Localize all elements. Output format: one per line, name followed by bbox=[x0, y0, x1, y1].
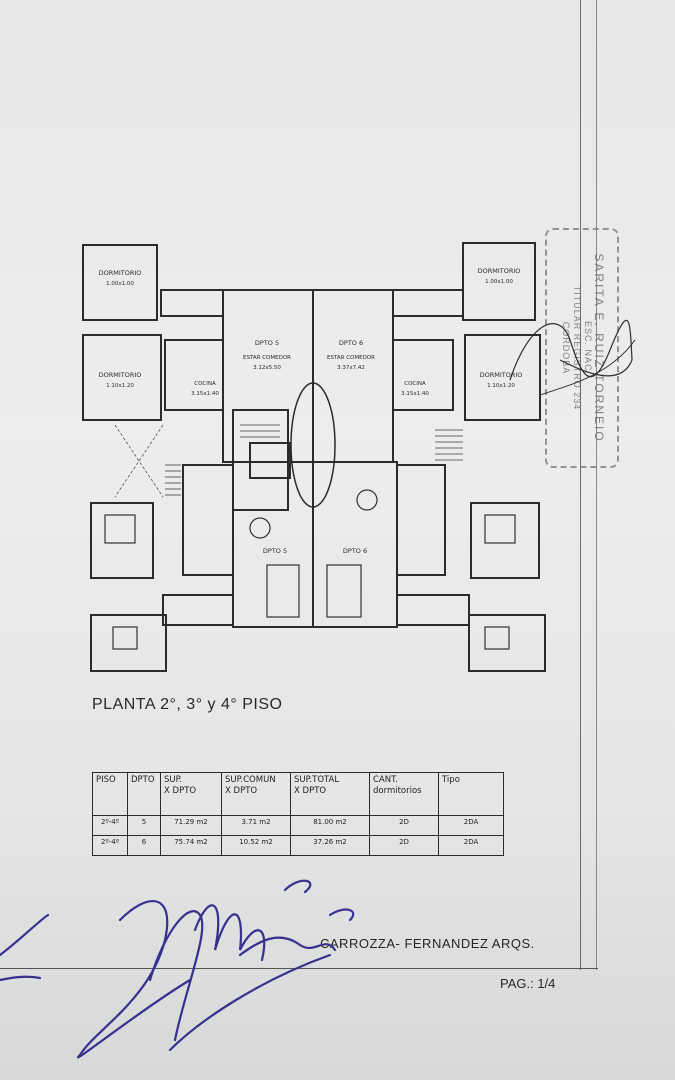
unit-label-dpto6-top: DPTO 6 bbox=[339, 339, 363, 347]
cell-cant-dormitorios: 2D bbox=[369, 835, 439, 856]
unit-label-dpto5-top: DPTO 5 bbox=[255, 339, 279, 347]
cell-sup-dpto: 71.29 m2 bbox=[160, 815, 222, 836]
room-area-dormitorio-1: 1.00x1.00 bbox=[106, 281, 134, 287]
architects-name: CARROZZA- FERNANDEZ ARQS. bbox=[320, 936, 535, 951]
cell-tipo: 2DA bbox=[438, 835, 504, 856]
frame-border-right-outer bbox=[596, 0, 597, 970]
header-sup-total: SUP.TOTAL X DPTO bbox=[290, 772, 370, 816]
table-row: 2º-4º 6 75.74 m2 10.52 m2 37.26 m2 2D 2D… bbox=[92, 835, 504, 856]
plan-title: PLANTA 2°, 3° y 4° PISO bbox=[92, 696, 283, 713]
room-label-dormitorio-3: DORMITORIO bbox=[478, 267, 521, 275]
header-tipo: Tipo bbox=[438, 772, 504, 816]
floor-plan: DORMITORIO 1.00x1.00 DORMITORIO 1.10x1.2… bbox=[75, 235, 550, 680]
page-number: PAG.: 1/4 bbox=[500, 976, 556, 991]
header-sup-dpto: SUP. X DPTO bbox=[160, 772, 222, 816]
header-sup-comun: SUP.COMUN X DPTO bbox=[221, 772, 291, 816]
cell-sup-comun: 3.71 m2 bbox=[221, 815, 291, 836]
cell-sup-dpto: 75.74 m2 bbox=[160, 835, 222, 856]
room-area-dormitorio-2: 1.10x1.20 bbox=[106, 383, 134, 389]
frame-border-bottom bbox=[0, 968, 598, 969]
room-label-cocina-6: COCINA bbox=[404, 381, 426, 387]
stamp-signature-graphic bbox=[509, 319, 636, 396]
cell-cant-dormitorios: 2D bbox=[369, 815, 439, 836]
room-label-dormitorio-1: DORMITORIO bbox=[99, 269, 142, 277]
room-area-cocina-6: 3.15x1.40 bbox=[401, 391, 429, 397]
table-header-row: PISO DPTO SUP. X DPTO SUP.COMUN X DPTO S… bbox=[92, 772, 504, 816]
header-piso: PISO bbox=[92, 772, 128, 816]
cell-sup-comun: 10.52 m2 bbox=[221, 835, 291, 856]
frame-border-right bbox=[580, 0, 581, 970]
room-area-cocina-5: 3.15x1.40 bbox=[191, 391, 219, 397]
cell-tipo: 2DA bbox=[438, 815, 504, 836]
cell-sup-total: 37.26 m2 bbox=[290, 835, 370, 856]
room-area-dormitorio-4: 1.10x1.20 bbox=[487, 383, 515, 389]
unit-label-dpto5-bottom: DPTO 5 bbox=[263, 547, 287, 555]
notary-stamp: SARITA E. RUIZ TORNEIO ESC. NAC. TITULAR… bbox=[545, 228, 619, 468]
room-area-estar-6: 3.37x7.42 bbox=[337, 365, 365, 371]
cell-sup-total: 81.00 m2 bbox=[290, 815, 370, 836]
room-label-estar-6: ESTAR COMEDOR bbox=[327, 355, 375, 361]
units-table: PISO DPTO SUP. X DPTO SUP.COMUN X DPTO S… bbox=[92, 772, 504, 856]
header-cant-dormitorios: CANT. dormitorios bbox=[369, 772, 439, 816]
cell-piso: 2º-4º bbox=[92, 835, 128, 856]
room-label-cocina-5: COCINA bbox=[194, 381, 216, 387]
table-row: 2º-4º 5 71.29 m2 3.71 m2 81.00 m2 2D 2DA bbox=[92, 815, 504, 836]
room-label-dormitorio-2: DORMITORIO bbox=[99, 371, 142, 379]
cell-dpto: 6 bbox=[127, 835, 161, 856]
room-area-estar-5: 3.12x5.50 bbox=[253, 365, 281, 371]
room-area-dormitorio-3: 1.00x1.00 bbox=[485, 279, 513, 285]
cell-dpto: 5 bbox=[127, 815, 161, 836]
room-label-dormitorio-4: DORMITORIO bbox=[480, 371, 523, 379]
handwritten-signature bbox=[0, 879, 355, 1059]
header-dpto: DPTO bbox=[127, 772, 161, 816]
room-label-estar-5: ESTAR COMEDOR bbox=[243, 355, 291, 361]
unit-label-dpto6-bottom: DPTO 6 bbox=[343, 547, 367, 555]
cell-piso: 2º-4º bbox=[92, 815, 128, 836]
